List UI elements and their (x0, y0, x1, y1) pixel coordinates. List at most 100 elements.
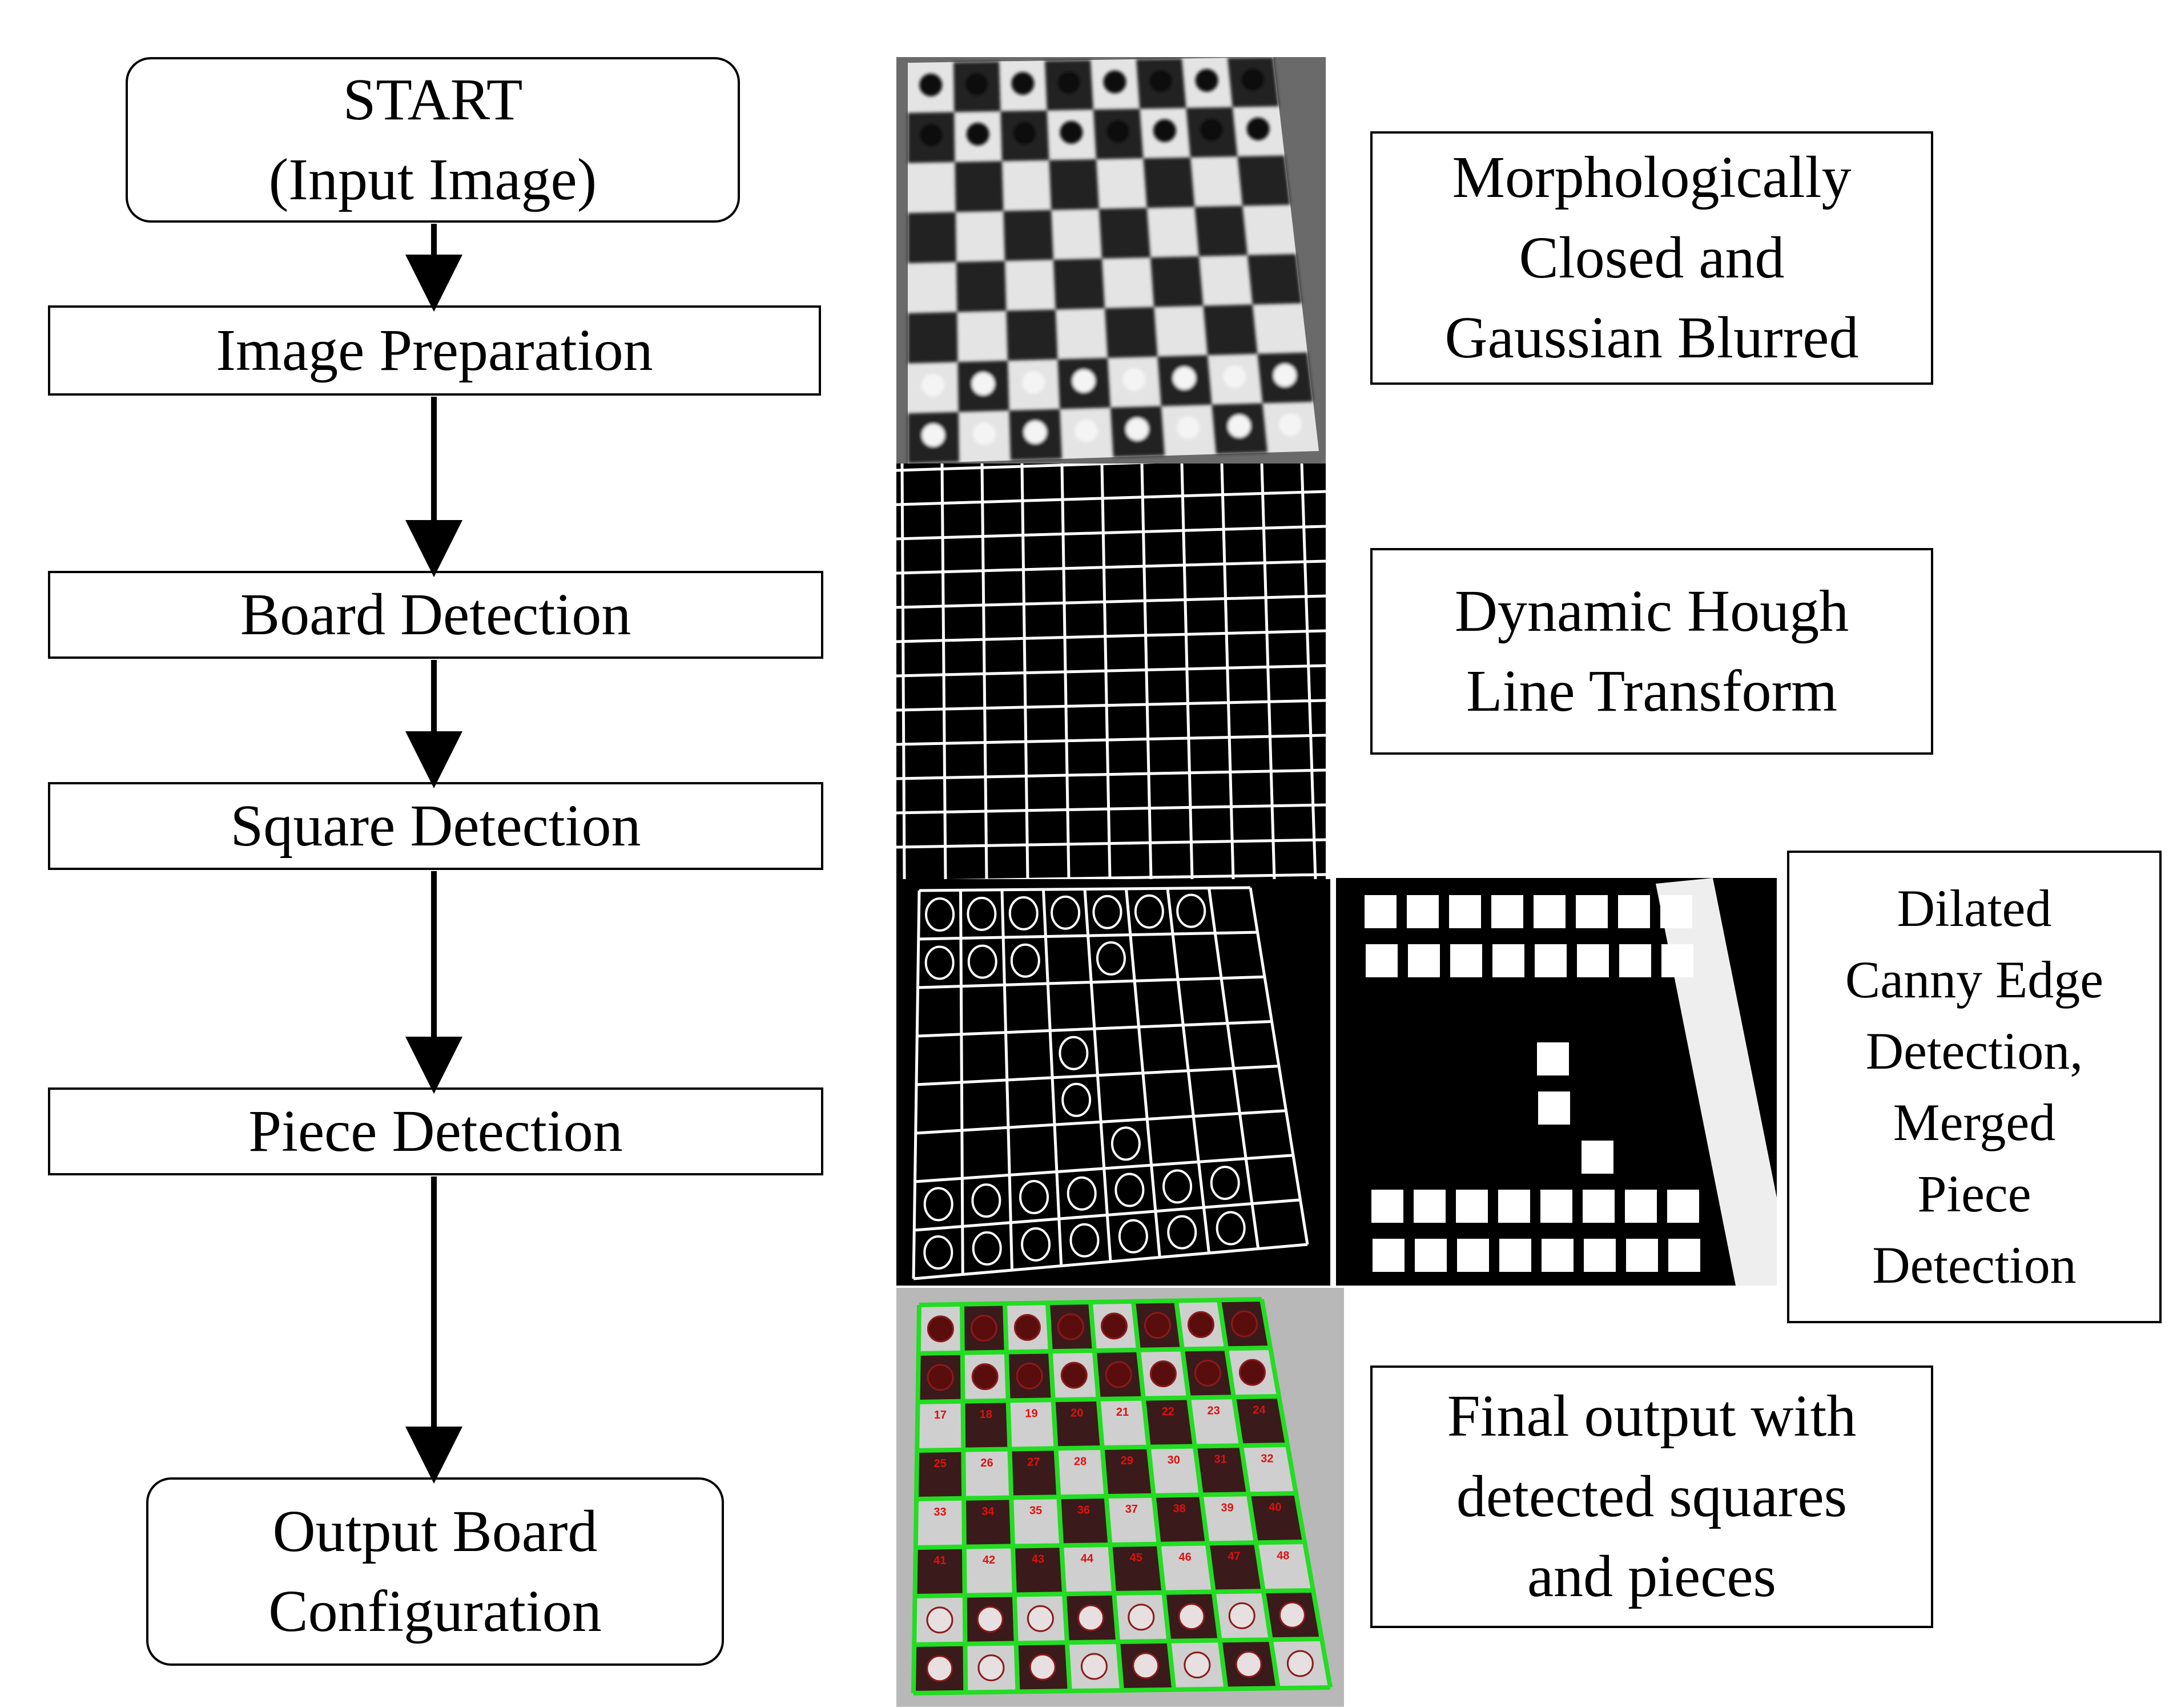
final-piece (1013, 1314, 1041, 1341)
blur-piece (1228, 414, 1251, 438)
final-dark-square (963, 1400, 1010, 1450)
blur-square (908, 212, 956, 263)
mask-square (1365, 895, 1397, 928)
mask-square (1660, 895, 1692, 928)
mask-square (1542, 1239, 1574, 1272)
blur-piece (921, 424, 945, 447)
hough-horizontal-line (896, 803, 1326, 815)
final-piece (1149, 1360, 1177, 1388)
final-square-number: 45 (1130, 1552, 1142, 1564)
canny-line (1125, 888, 1161, 1258)
final-piece (926, 1606, 953, 1634)
step-piece-detection: Piece Detection (48, 1087, 823, 1175)
mask-square (1449, 895, 1481, 928)
hough-horizontal-line (896, 464, 1156, 472)
annotation-square-piece: Dilated Canny Edge Detection, Merged Pie… (1787, 851, 2162, 1323)
final-dark-square (1194, 1445, 1249, 1495)
blur-piece (966, 122, 989, 146)
final-square-number: 19 (1025, 1408, 1037, 1420)
final-square-number: 35 (1029, 1505, 1042, 1517)
mask-square (1583, 1190, 1615, 1223)
final-square-number: 44 (1081, 1552, 1094, 1565)
blur-piece (1122, 368, 1146, 391)
final-square-number: 24 (1253, 1404, 1266, 1416)
canny-edges-image (896, 879, 1330, 1286)
hough-vertical-line (900, 464, 906, 879)
annotation-final: Final output with detected squares and p… (1370, 1365, 1933, 1628)
blur-piece (919, 123, 943, 147)
blur-piece (1246, 117, 1270, 140)
final-dark-square (916, 1449, 964, 1499)
final-piece (1128, 1604, 1155, 1631)
piece-mask-image (1336, 878, 1777, 1286)
annotation-square-piece-line-6: Detection (1872, 1236, 2077, 1295)
annotation-preparation: Morphologically Closed and Gaussian Blur… (1370, 131, 1933, 385)
annotation-square-piece-line-3: Detection, (1865, 1021, 2083, 1080)
blur-square (1053, 259, 1105, 310)
annotation-square-piece-line-2: Canny Edge (1845, 950, 2104, 1009)
final-square-number: 27 (1027, 1456, 1040, 1469)
hough-vertical-line (1300, 464, 1317, 879)
final-dark-square (1248, 1493, 1305, 1543)
blur-piece (921, 373, 945, 397)
final-piece (1278, 1601, 1306, 1629)
mask-square (1584, 1239, 1616, 1272)
mask-square (1618, 895, 1650, 928)
canny-piece-edge (1010, 943, 1040, 978)
mask-square (1457, 1239, 1489, 1272)
annotation-preparation-line-2: Closed and (1519, 224, 1785, 291)
blur-piece (1223, 365, 1246, 389)
final-dark-square (1207, 1542, 1263, 1592)
canny-line (914, 1198, 1301, 1232)
hough-horizontal-line (896, 629, 1326, 643)
blur-piece (965, 72, 988, 96)
blur-square (1194, 206, 1248, 256)
final-piece (1194, 1359, 1221, 1387)
mask-square (1415, 1239, 1447, 1272)
final-piece (1100, 1312, 1128, 1340)
annotation-square-piece-line-1: Dilated (1897, 879, 2052, 937)
final-square-number: 47 (1228, 1550, 1240, 1563)
final-square-number: 38 (1173, 1502, 1186, 1515)
canny-piece-edge (1167, 1215, 1197, 1250)
final-grid-line (1131, 1301, 1177, 1690)
final-piece (1238, 1359, 1266, 1386)
canny-piece-edge (923, 1235, 953, 1270)
step-square-detection-label: Square Detection (230, 792, 641, 859)
final-piece (977, 1654, 1005, 1682)
canny-piece-edge (967, 896, 997, 931)
hough-vertical-line (1180, 464, 1194, 879)
final-piece (927, 1364, 954, 1391)
blur-piece (1103, 70, 1126, 94)
final-dark-square (1233, 1396, 1287, 1446)
final-dark-square (1013, 1545, 1065, 1595)
final-square-number: 29 (1121, 1455, 1133, 1467)
final-piece (1080, 1653, 1108, 1680)
canny-piece-edge (1061, 1082, 1092, 1117)
final-square-number: 20 (1071, 1407, 1083, 1419)
canny-piece-edge (1176, 893, 1206, 928)
final-piece (927, 1315, 954, 1343)
hough-vertical-line (1220, 464, 1235, 879)
canny-line (915, 1109, 1286, 1135)
final-square-number: 41 (933, 1554, 946, 1567)
mask-square (1414, 1190, 1446, 1223)
final-piece (1132, 1652, 1160, 1679)
annotation-final-line-1: Final output with (1447, 1383, 1857, 1449)
final-square-number: 31 (1214, 1453, 1226, 1466)
final-square-number: 30 (1168, 1454, 1180, 1467)
canny-piece-edge (1110, 1126, 1141, 1161)
mask-square (1450, 944, 1482, 977)
annotation-preparation-line-3: Gaussian Blurred (1444, 305, 1859, 371)
final-grid-line (1217, 1299, 1281, 1689)
blur-piece (1022, 370, 1045, 394)
mask-square (1576, 895, 1608, 928)
mask-bg (1336, 878, 1777, 1286)
mask-square (1619, 944, 1651, 977)
final-grid-line (913, 1685, 1331, 1695)
blur-square (1237, 155, 1290, 206)
mask-square (1535, 944, 1567, 977)
blur-piece (972, 372, 995, 396)
hough-horizontal-line (896, 490, 1326, 506)
blur-square (955, 161, 1004, 212)
